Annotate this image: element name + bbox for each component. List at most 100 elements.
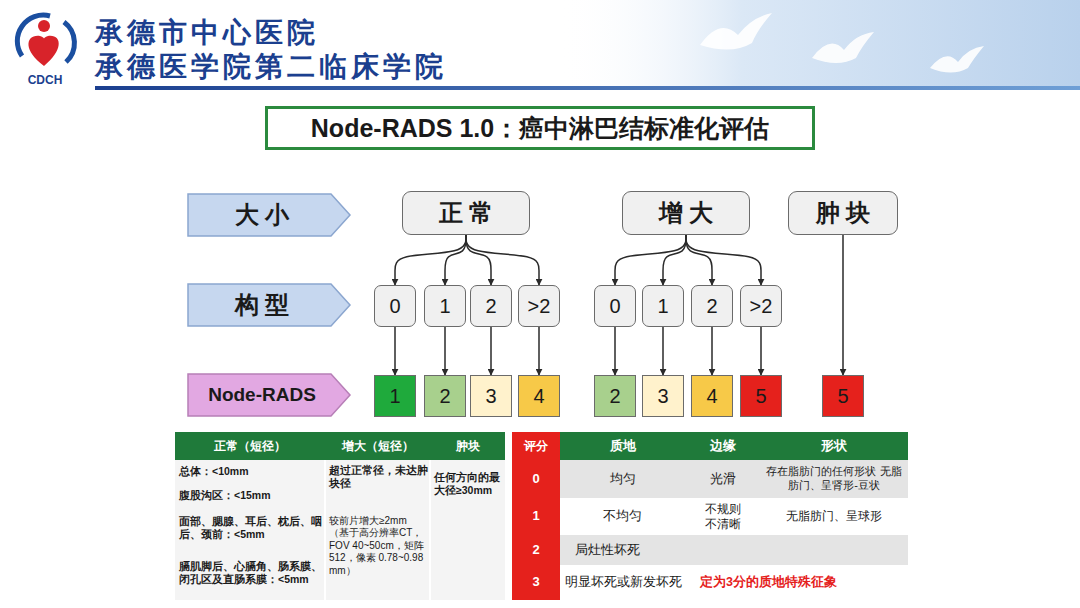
table-cell: 较前片增大≥2mm （基于高分辨率CT，FOV 40~50cm，矩阵512，像素… xyxy=(329,515,428,578)
node-text: 5 xyxy=(837,385,848,408)
score-box: 4 xyxy=(518,375,560,417)
table-cell-box: 不均匀 xyxy=(560,498,685,535)
table-cell-box: 任何方向的最大径≥30mm xyxy=(434,462,503,506)
table-cell: 无脂肪门、呈球形 xyxy=(786,509,882,524)
table-cell-box: 存在脂肪门的任何形状 无脂肪门、呈肾形-豆状 xyxy=(762,460,906,498)
table-cell-box: 光滑 xyxy=(685,460,760,498)
logo-text-box: CDCH xyxy=(12,72,78,88)
table-cell: 膈肌脚后、心膈角、肠系膜、闭孔区及直肠系膜：<5mm xyxy=(179,560,323,586)
node-text: 增 大 xyxy=(659,197,714,229)
configuration-box: 0 xyxy=(374,285,416,327)
arrow-outline xyxy=(188,284,350,326)
table-cell: 面部、腮腺、耳后、枕后、咽后、颈前：<5mm xyxy=(179,515,323,541)
table-cell-box: 超过正常径，未达肿块径 xyxy=(329,462,428,492)
node-text: 2 xyxy=(439,385,450,408)
score-box: 5 xyxy=(740,375,782,417)
score-number: 0 xyxy=(532,471,539,487)
table-header-box: 质地 xyxy=(560,432,685,460)
score-box: 2 xyxy=(424,375,466,417)
connector-arrow xyxy=(538,327,540,375)
node-text: 肿 块 xyxy=(816,197,871,229)
header-rule xyxy=(95,86,1080,90)
table-header-box: 正常（短径） xyxy=(175,432,325,460)
score-box: 4 xyxy=(691,375,733,417)
table-header-box: 形状 xyxy=(760,432,908,460)
node-text: 2 xyxy=(706,295,717,318)
logo-text: CDCH xyxy=(28,73,63,88)
table-cell: 超过正常径，未达肿块径 xyxy=(329,464,428,490)
title-text: Node-RADS 1.0：癌中淋巴结标准化评估 xyxy=(311,112,769,145)
table-cell-box: 无脂肪门、呈球形 xyxy=(762,498,906,535)
table-cell: 不规则 不清晰 xyxy=(704,502,742,532)
table-cell-box: 局灶性坏死 xyxy=(575,535,705,565)
table-cell: 不均匀 xyxy=(603,508,642,524)
row-label-arrow: Node-RADS xyxy=(187,373,351,417)
configuration-box: 1 xyxy=(642,285,684,327)
connector-arrow xyxy=(662,327,664,375)
connector-arrow xyxy=(490,327,492,375)
table-header: 边缘 xyxy=(710,438,736,454)
configuration-box: 2 xyxy=(470,285,512,327)
node-text: 3 xyxy=(485,385,496,408)
table-cell: 光滑 xyxy=(710,471,736,487)
node-text: 1 xyxy=(389,385,400,408)
connector-arrow xyxy=(395,235,466,285)
score-number: 1 xyxy=(532,508,539,524)
connector-arrow xyxy=(686,235,712,285)
hospital-logo xyxy=(17,15,74,66)
table-cell-box: 腹股沟区：<15mm xyxy=(179,486,323,506)
node-text: 0 xyxy=(389,295,400,318)
connector-arrow xyxy=(760,327,762,375)
connector-arrow xyxy=(615,235,686,285)
table-header-box: 肿块 xyxy=(430,432,505,460)
connector-arrow xyxy=(614,327,616,375)
configuration-box: >2 xyxy=(518,285,560,327)
table-header-box: 边缘 xyxy=(685,432,760,460)
score-box: 5 xyxy=(822,375,864,417)
table-cell-box: 较前片增大≥2mm （基于高分辨率CT，FOV 40~50cm，矩阵512，像素… xyxy=(329,495,428,597)
score-box: 3 xyxy=(470,375,512,417)
configuration-box: 0 xyxy=(594,285,636,327)
size-box: 肿 块 xyxy=(788,191,898,235)
connector-arrow xyxy=(466,235,539,285)
table-cell-box: 均匀 xyxy=(560,460,685,498)
node-text: 1 xyxy=(439,295,450,318)
table-cell: 腹股沟区：<15mm xyxy=(179,489,270,502)
connector-arrow xyxy=(842,235,844,375)
node-text: 正 常 xyxy=(439,197,494,229)
table-cell-box: 面部、腮腺、耳后、枕后、咽后、颈前：<5mm xyxy=(179,510,323,546)
score-box: 3 xyxy=(642,375,684,417)
table-cell-box: 总体：<10mm xyxy=(179,462,323,482)
score-number: 2 xyxy=(532,542,539,558)
table-cell: 均匀 xyxy=(610,471,636,487)
node-text: 5 xyxy=(755,385,766,408)
table-header-box: 评分 xyxy=(512,432,560,460)
table-header: 评分 xyxy=(524,439,548,454)
size-box: 增 大 xyxy=(622,191,750,235)
configuration-box: 1 xyxy=(424,285,466,327)
connector-arrow xyxy=(466,235,491,285)
table-cell-box: 不规则 不清晰 xyxy=(685,498,760,535)
row-label-arrow: 构 型 xyxy=(187,283,351,327)
sky-band xyxy=(560,0,1080,86)
table-cell: 明显坏死或新发坏死 xyxy=(565,575,682,591)
score-number: 3 xyxy=(532,574,539,590)
table-grounds xyxy=(175,432,908,600)
table-header-box: 增大（短径） xyxy=(325,432,430,460)
node-text: >2 xyxy=(750,295,773,318)
configuration-box: 2 xyxy=(691,285,733,327)
table-header: 增大（短径） xyxy=(342,439,414,454)
hospital-name: 承德市中心医院 xyxy=(95,15,319,50)
college-name-box: 承德医学院第二临床学院 xyxy=(95,48,555,84)
table-header: 肿块 xyxy=(456,439,480,454)
table-header: 正常（短径） xyxy=(214,439,286,454)
table-cell: 局灶性坏死 xyxy=(575,542,640,558)
node-text: 2 xyxy=(485,295,496,318)
connector-arrow xyxy=(394,327,396,375)
configuration-box: >2 xyxy=(740,285,782,327)
score-box: 1 xyxy=(374,375,416,417)
size-box: 正 常 xyxy=(402,191,530,235)
score-number-box: 3 xyxy=(512,565,560,600)
connector-arrow xyxy=(711,327,713,375)
college-name: 承德医学院第二临床学院 xyxy=(95,49,447,84)
